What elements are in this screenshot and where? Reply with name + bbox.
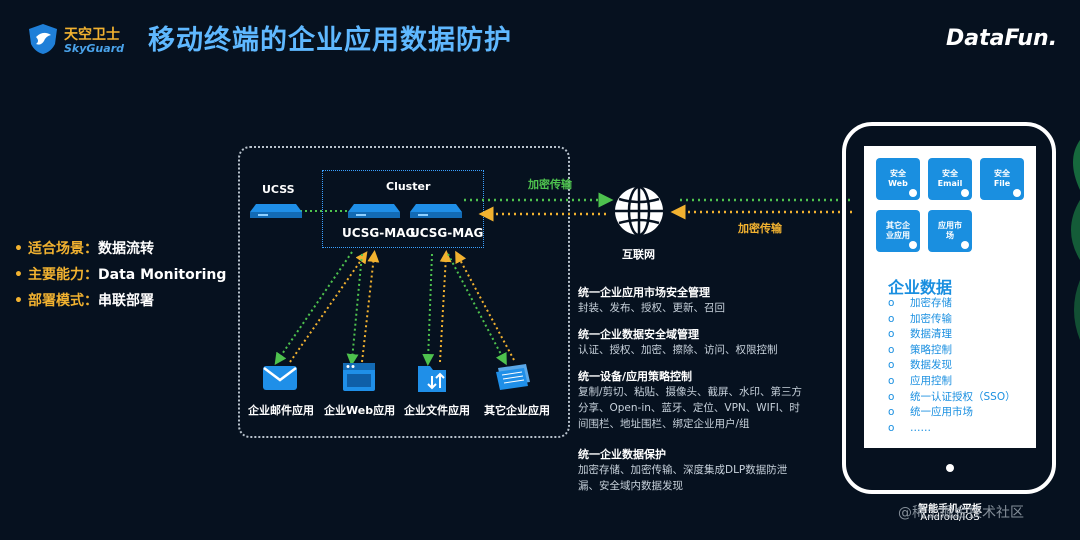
list-item: o…… xyxy=(888,421,931,434)
globe-icon xyxy=(615,185,663,237)
mail-icon xyxy=(263,366,297,390)
feature-bullets: •适合场景：数据流转 •主要能力：Data Monitoring •部署模式：串… xyxy=(14,236,226,314)
mag-to-mail-green xyxy=(274,251,353,365)
app-label-mail: 企业邮件应用 xyxy=(248,404,314,417)
ucss-label: UCSS xyxy=(262,183,295,196)
tile-secure-email[interactable]: 安全 Email xyxy=(928,158,972,200)
file-to-mag-orange xyxy=(439,250,452,363)
stacked-apps-icon xyxy=(496,364,530,390)
encrypt-label-right: 加密传输 xyxy=(738,222,782,235)
system-boundary xyxy=(238,146,570,438)
mail-to-mag-orange xyxy=(289,251,368,363)
section-app-market: 统一企业应用市场安全管理 封装、发布、授权、更新、召回 xyxy=(578,286,725,314)
mag-to-other-green xyxy=(447,253,507,366)
skyguard-logo xyxy=(26,22,146,62)
tile-app-market[interactable]: 应用市 场 xyxy=(928,210,972,252)
datafun-logo: DataFun. xyxy=(946,26,1058,51)
device-caption: 智能手机/平板 xyxy=(918,504,982,515)
tile-badge-icon xyxy=(909,189,917,197)
tile-other-apps[interactable]: 其它企 业应用 xyxy=(876,210,920,252)
device-os: Android/IOS xyxy=(920,512,980,523)
internet-label: 互联网 xyxy=(622,248,655,261)
tile-badge-icon xyxy=(961,241,969,249)
brand-en: SkyGuard xyxy=(64,42,124,55)
web-to-mag-orange xyxy=(361,250,380,363)
file-sync-icon xyxy=(418,366,446,392)
brand-cn: 天空卫士 xyxy=(64,27,120,43)
decor-leaves xyxy=(1071,140,1080,340)
app-label-file: 企业文件应用 xyxy=(404,404,470,417)
tile-secure-file[interactable]: 安全 File xyxy=(980,158,1024,200)
mag-label-1: UCSG-MAG xyxy=(342,226,416,240)
page-title: 移动终端的企业应用数据防护 xyxy=(148,25,512,56)
encrypt-label-top: 加密传输 xyxy=(528,178,572,191)
bullet-capability: •主要能力：Data Monitoring xyxy=(14,267,227,283)
tile-badge-icon xyxy=(961,189,969,197)
ucss-server-icon xyxy=(250,204,302,218)
tile-badge-icon xyxy=(909,241,917,249)
home-button-icon[interactable] xyxy=(946,464,954,472)
watermark: @稀土掘金技术社区 xyxy=(898,505,1024,521)
other-to-mag-orange xyxy=(455,250,515,361)
web-browser-icon xyxy=(343,363,375,391)
shield-icon xyxy=(29,24,57,54)
mag-server-1-icon xyxy=(348,204,400,218)
section-policy: 统一设备/应用策略控制 复制/剪切、粘贴、摄像头、截屏、水印、第三方分享、Ope… xyxy=(578,370,803,430)
app-label-web: 企业Web应用 xyxy=(324,404,396,417)
smartphone-frame xyxy=(842,122,1056,494)
mag-to-file-green xyxy=(422,253,435,366)
tile-badge-icon xyxy=(1013,189,1021,197)
mag-server-2-icon xyxy=(410,204,462,218)
mag-label-2: UCSG-MAG xyxy=(410,226,484,240)
enterprise-data-title: 企业数据 xyxy=(888,278,953,297)
app-label-other: 其它企业应用 xyxy=(484,404,550,417)
bullet-scene: •适合场景：数据流转 xyxy=(14,241,154,257)
tile-secure-web[interactable]: 安全 Web xyxy=(876,158,920,200)
cluster-label: Cluster xyxy=(386,180,431,193)
section-data-domain: 统一企业数据安全域管理 认证、授权、加密、擦除、访问、权限控制 xyxy=(578,328,778,356)
bullet-deploy: •部署模式：串联部署 xyxy=(14,293,154,309)
section-data-protection: 统一企业数据保护 加密存储、加密传输、深度集成DLP数据防泄漏、安全域内数据发现 xyxy=(578,448,788,492)
